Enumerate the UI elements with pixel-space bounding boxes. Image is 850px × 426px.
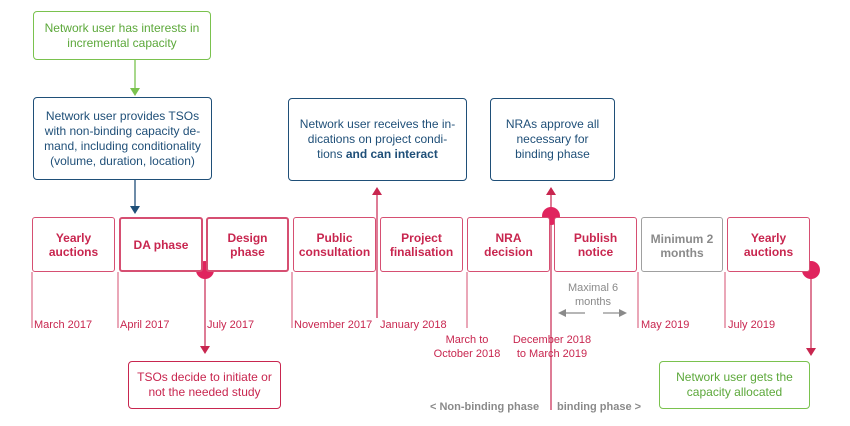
note-provide: Network user provides TSOs with non-bind…: [33, 97, 212, 180]
date-may-2019: May 2019: [641, 319, 690, 331]
phase-publish-notice-label: Publish notice: [573, 230, 618, 259]
date-ticks: [31, 272, 726, 328]
label-binding-phase: binding phase >: [557, 401, 642, 413]
date-july-2019: July 2019: [728, 319, 776, 331]
phase-project-finalisation: Project finalisation: [380, 217, 463, 272]
phase-yearly-auctions-2-label: Yearly auctions: [743, 230, 794, 259]
note-receives-text-main: Network user receives the in-dications o…: [299, 117, 456, 161]
phase-yearly-auctions-2: Yearly auctions: [727, 217, 810, 272]
arrow-up-to-receives: [372, 187, 382, 318]
date-december-march: December 2018 to March 2019: [512, 334, 592, 360]
note-tso-decide: TSOs decide to initiate or not the neede…: [128, 361, 281, 409]
maximal-label-text: Maximal 6 months: [567, 282, 619, 308]
note-nra-approve-text: NRAs approve all necessary for binding p…: [505, 117, 600, 161]
phase-public-consultation-label: Public consultation: [298, 230, 371, 259]
note-receives: Network user receives the in-dications o…: [288, 98, 467, 181]
note-interest: Network user has interests in incrementa…: [33, 11, 211, 60]
phase-minimum: Minimum 2 months: [641, 217, 723, 272]
arrow-down-to-capacity: [806, 270, 816, 356]
arrow-interest-to-provide: [130, 60, 140, 96]
note-provide-text: Network user provides TSOs with non-bind…: [44, 108, 201, 168]
date-march-october-2018: March to October 2018: [433, 334, 501, 360]
label-nonbinding-phase: < Non-binding phase: [430, 401, 540, 413]
phase-da: DA phase: [119, 217, 203, 272]
phase-da-label: DA phase: [133, 237, 189, 252]
note-capacity-allocated-text: Network user gets the capacity allocated: [676, 370, 793, 399]
phase-yearly-auctions-1-label: Yearly auctions: [48, 230, 99, 259]
arrow-provide-to-da: [130, 180, 140, 214]
note-capacity-allocated: Network user gets the capacity allocated: [659, 361, 810, 409]
phase-publish-notice: Publish notice: [554, 217, 637, 272]
date-july-2017: July 2017: [207, 319, 255, 331]
phase-public-consultation: Public consultation: [293, 217, 376, 272]
date-april-2017: April 2017: [120, 319, 170, 331]
note-interest-text: Network user has interests in incrementa…: [44, 20, 200, 50]
arrow-up-to-nra-approve: [546, 187, 556, 410]
note-receives-text-bold: and can interact: [345, 147, 438, 161]
maximal-arrows: [558, 309, 627, 317]
phase-design-label: Design phase: [227, 230, 268, 259]
phase-design: Design phase: [206, 217, 289, 272]
date-march-2017: March 2017: [34, 319, 93, 331]
phase-project-finalisation-label: Project finalisation: [389, 230, 454, 259]
date-november-2017: November 2017: [294, 319, 373, 331]
arrow-down-to-tso-decide: [200, 270, 210, 354]
phase-nra-decision: NRA decision: [467, 217, 550, 272]
phase-nra-decision-label: NRA decision: [484, 230, 533, 259]
maximal-label: Maximal 6 months: [558, 281, 628, 309]
note-tso-decide-text: TSOs decide to initiate or not the neede…: [137, 370, 272, 399]
note-receives-text: Network user receives the in-dications o…: [297, 117, 458, 162]
phase-yearly-auctions-1: Yearly auctions: [32, 217, 115, 272]
phase-minimum-label: Minimum 2 months: [650, 232, 714, 260]
note-nra-approve: NRAs approve all necessary for binding p…: [490, 98, 615, 181]
date-january-2018: January 2018: [380, 319, 447, 331]
